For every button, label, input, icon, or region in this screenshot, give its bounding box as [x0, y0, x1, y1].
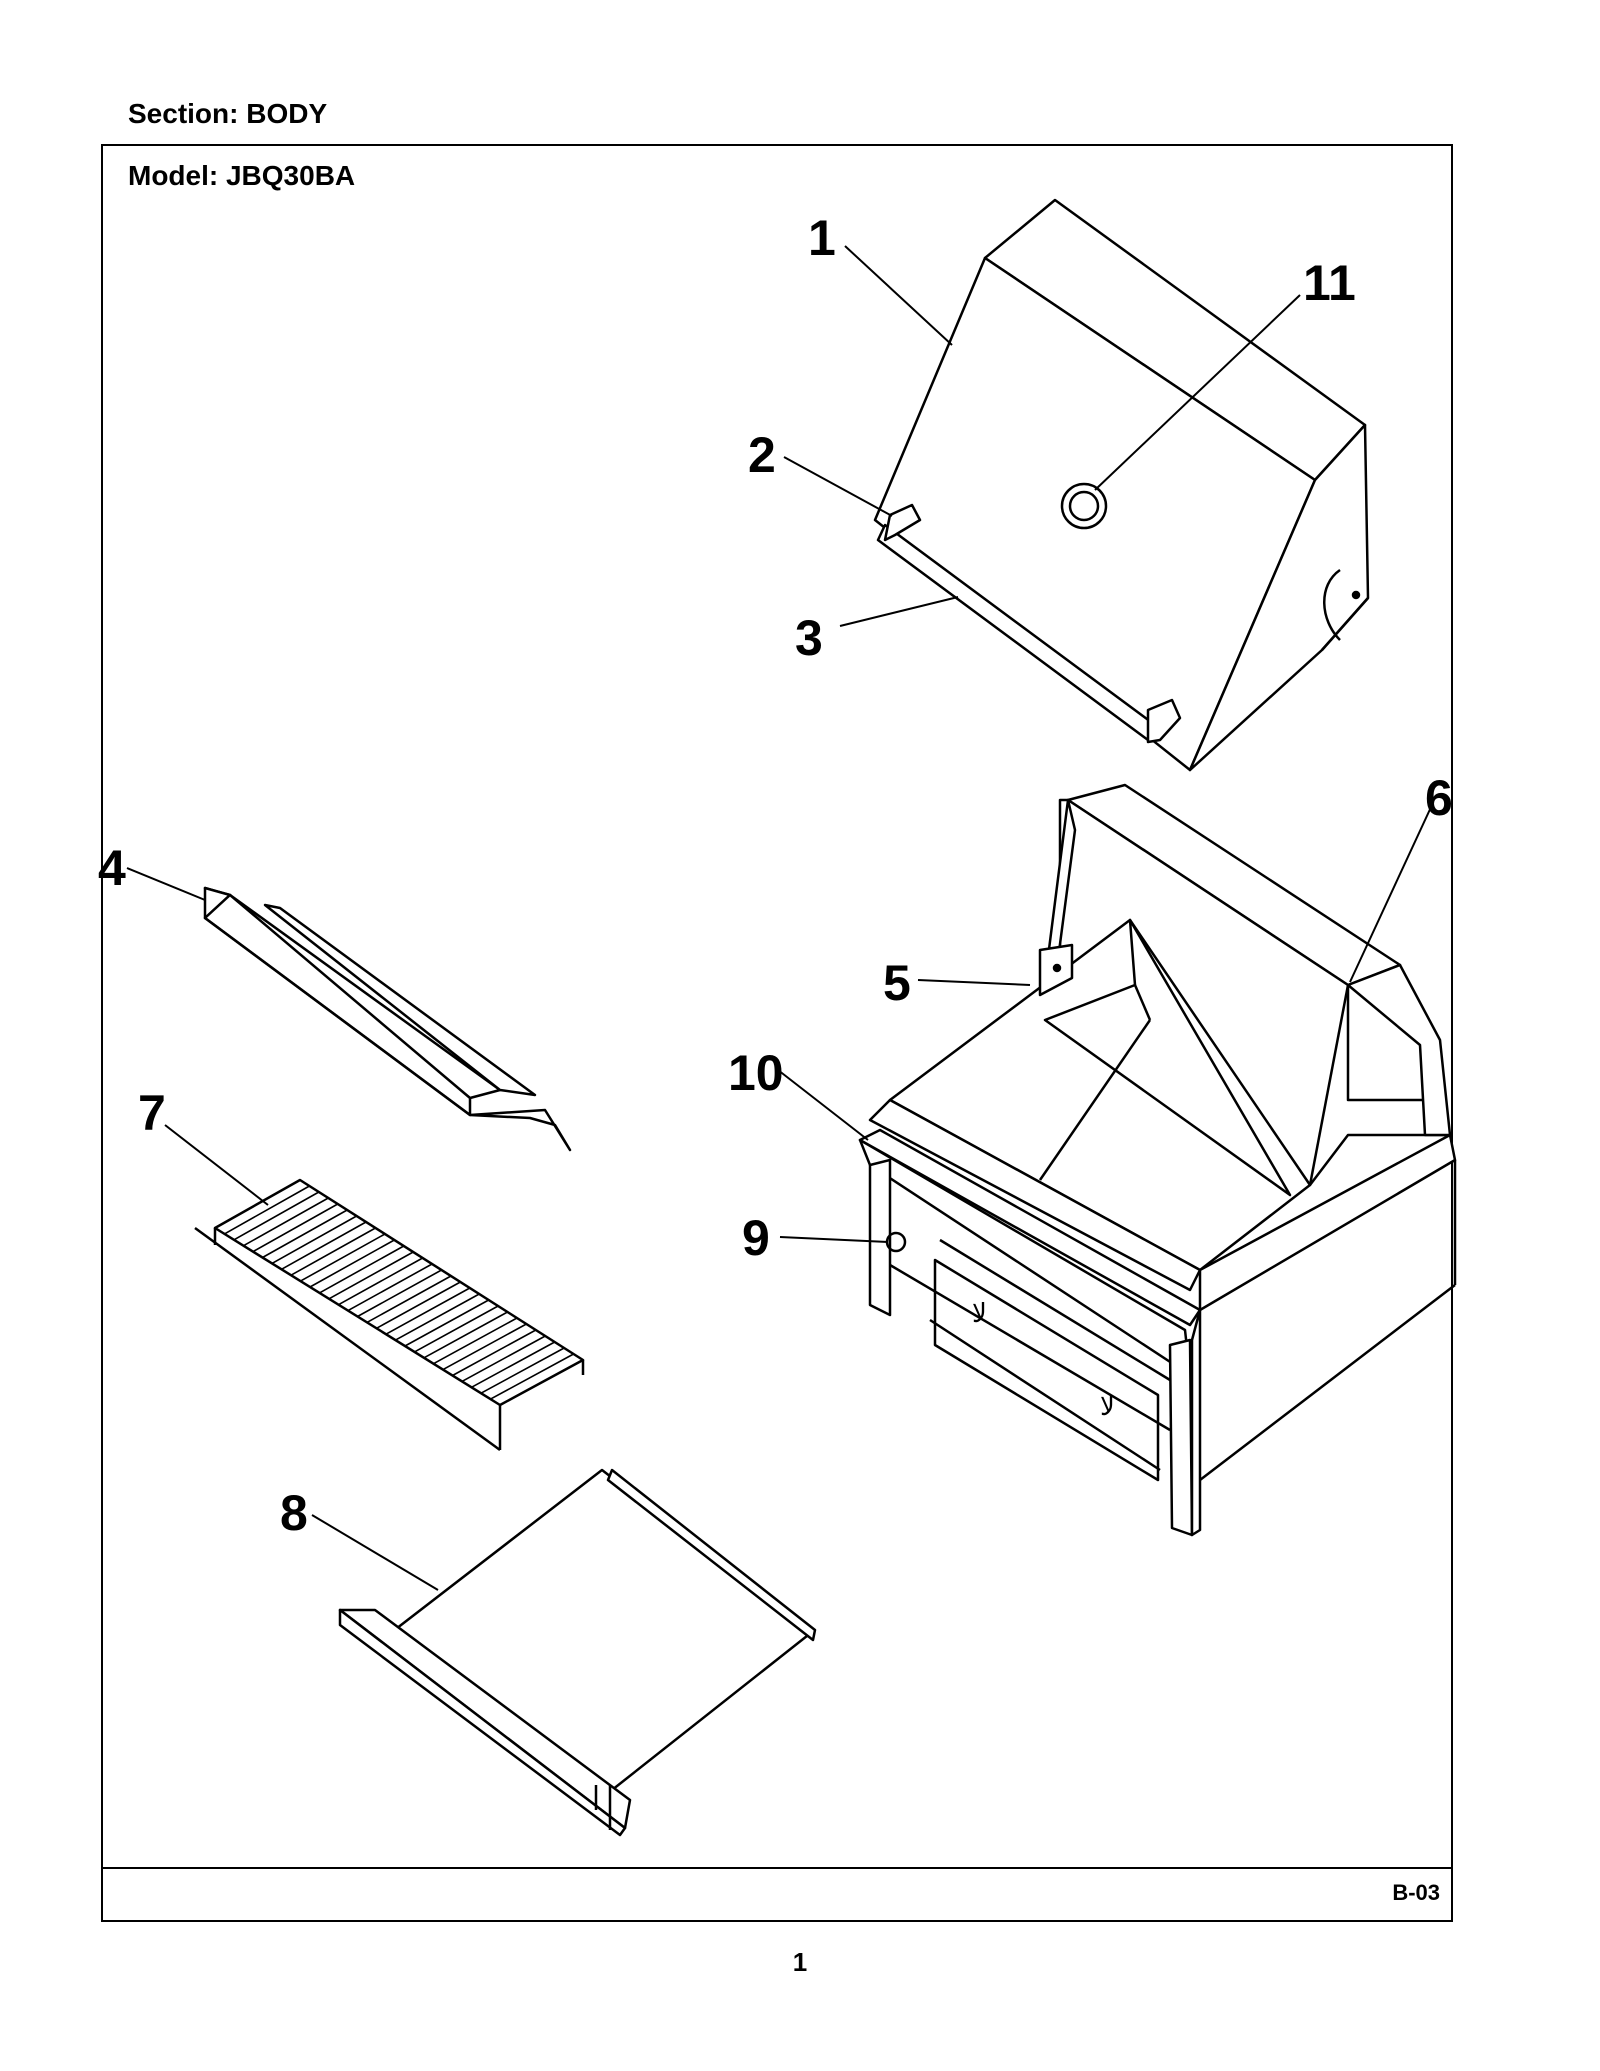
callout-7: 7 — [138, 1085, 166, 1141]
grate-bar — [357, 1269, 442, 1318]
grate-bar — [366, 1275, 452, 1324]
grate-bar — [224, 1185, 310, 1235]
callout-4: 4 — [98, 840, 126, 896]
heat-shield-part — [203, 886, 572, 1152]
svg-text:ﻻ: ﻻ — [972, 1298, 987, 1328]
grate-bar — [262, 1209, 348, 1259]
grate-bar — [471, 1341, 556, 1389]
grate-bar — [328, 1251, 414, 1300]
grate-bar — [271, 1215, 357, 1265]
leader-lines — [126, 245, 1433, 1591]
grate-bar — [404, 1299, 490, 1347]
grate-bar — [252, 1203, 339, 1253]
svg-text:ﻻ: ﻻ — [1100, 1391, 1115, 1421]
page-code: B-03 — [1392, 1880, 1440, 1905]
grate-bar — [414, 1305, 499, 1353]
page-number: 1 — [792, 1947, 808, 1977]
grate-bar — [442, 1323, 527, 1371]
grate-bar — [233, 1191, 320, 1241]
grate-bar — [452, 1329, 537, 1377]
grate-bar — [376, 1281, 461, 1330]
callout-3: 3 — [795, 610, 823, 666]
callout-9: 9 — [742, 1210, 770, 1266]
cooking-grate-bars — [214, 1179, 584, 1406]
footer-divider — [101, 1867, 1453, 1869]
bracket-part — [1038, 943, 1074, 997]
grate-bar — [281, 1221, 367, 1270]
hood-handle-part — [876, 503, 1182, 744]
callout-11: 11 — [1303, 255, 1356, 311]
cooking-grate-part — [194, 1178, 585, 1452]
callout-6: 6 — [1425, 770, 1453, 826]
grill-body-part: ﻻ ﻻ — [858, 783, 1457, 1537]
diagram-frame — [101, 144, 1453, 1922]
callout-10: 10 — [728, 1045, 784, 1101]
grate-bar — [338, 1257, 424, 1306]
callout-2: 2 — [748, 427, 776, 483]
grate-bar — [300, 1233, 386, 1282]
grate-bar — [385, 1287, 471, 1335]
section-title: Section: BODY — [128, 98, 328, 129]
grate-bar — [480, 1347, 565, 1394]
callout-numbers: 1 11 2 3 6 4 5 10 7 9 8 — [98, 210, 1453, 1541]
grate-bar — [319, 1245, 405, 1294]
grate-bar — [243, 1197, 329, 1247]
grate-bar — [461, 1335, 546, 1383]
grate-bar — [395, 1293, 480, 1341]
callout-1: 1 — [808, 210, 836, 266]
grate-bar — [214, 1179, 301, 1229]
grate-bar — [290, 1227, 376, 1276]
drip-tray-part — [338, 1468, 817, 1837]
grate-bar — [423, 1311, 508, 1359]
callout-8: 8 — [280, 1485, 308, 1541]
hood-lid-part — [873, 198, 1370, 772]
grate-bar — [347, 1263, 433, 1312]
callout-5: 5 — [883, 955, 911, 1011]
grate-bar — [490, 1353, 574, 1400]
thermometer-part — [1060, 482, 1108, 530]
model-title: Model: JBQ30BA — [128, 160, 356, 191]
grate-bar — [433, 1317, 518, 1365]
grate-bar — [309, 1239, 395, 1288]
grate-bar — [499, 1359, 584, 1406]
